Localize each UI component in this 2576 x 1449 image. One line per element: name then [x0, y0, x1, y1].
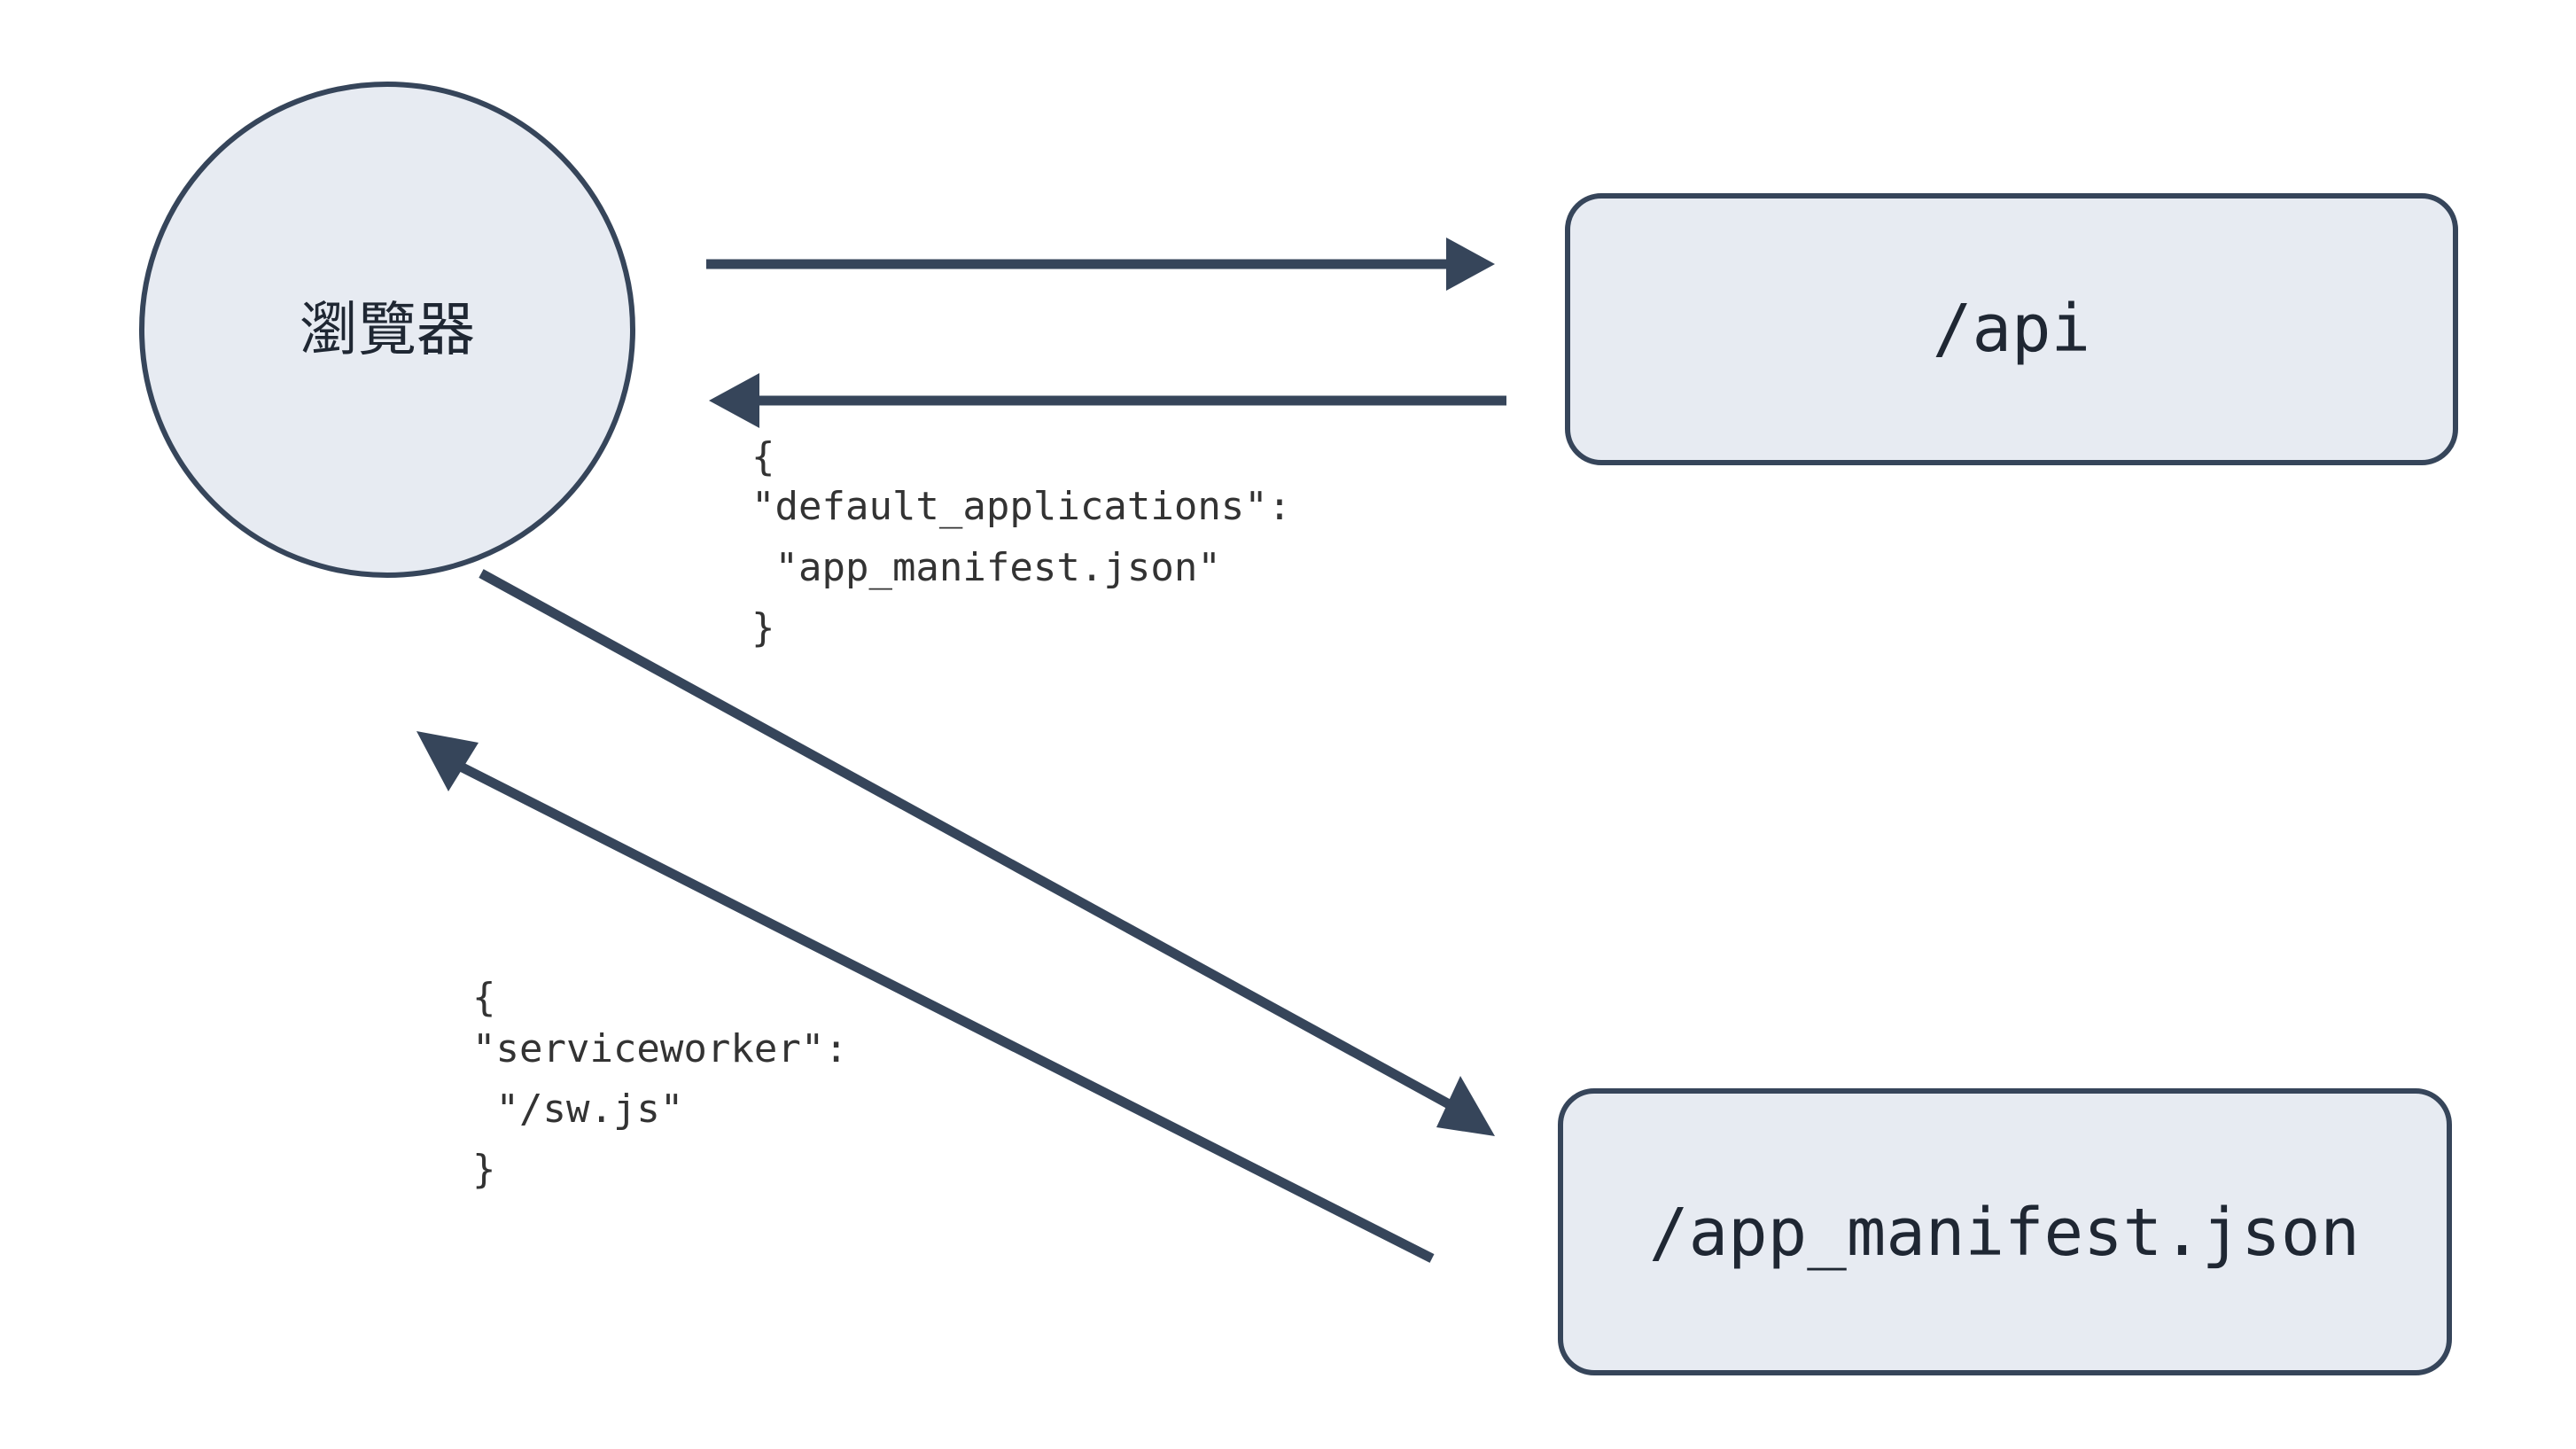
node-api-label: /api	[1933, 291, 2090, 367]
edge-response-api	[709, 373, 1506, 428]
node-browser-shape[interactable]	[139, 82, 635, 578]
edge-response-api-label-line-4: }	[751, 605, 775, 650]
edge-request-manifest	[479, 569, 1495, 1136]
edge-response-api-label-line-3: "app_manifest.json"	[751, 545, 1221, 590]
edge-request-manifest-line	[479, 569, 1463, 1115]
edge-response-manifest-label-line-2: "serviceworker":	[472, 1026, 848, 1071]
node-browser[interactable]: 瀏覽器	[139, 82, 635, 578]
node-api-shape[interactable]	[1565, 193, 2458, 465]
node-browser-label: 瀏覽器	[300, 296, 475, 364]
edge-request-api	[706, 238, 1495, 291]
node-manifest[interactable]: /app_manifest.json	[1558, 1088, 2452, 1375]
node-manifest-label: /app_manifest.json	[1649, 1195, 2360, 1271]
node-manifest-shape[interactable]	[1558, 1088, 2452, 1375]
edge-response-manifest-line	[446, 756, 1435, 1263]
edge-request-manifest-arrowhead-icon	[1436, 1076, 1495, 1136]
edge-response-manifest	[416, 731, 1435, 1263]
edge-response-api-arrowhead-icon	[709, 373, 759, 428]
edge-response-manifest-label: { "serviceworker": "/sw.js" }	[472, 975, 848, 1192]
edge-request-api-arrowhead-icon	[1446, 238, 1495, 291]
edge-response-manifest-label-line-1: {	[472, 975, 496, 1020]
edge-response-api-label-line-1: {	[751, 434, 775, 479]
edge-response-manifest-label-line-4: }	[472, 1147, 496, 1192]
edge-response-manifest-label-line-3: "/sw.js"	[472, 1087, 683, 1132]
edge-response-api-label-line-2: "default_applications":	[751, 484, 1291, 529]
edge-response-api-label: { "default_applications": "app_manifest.…	[751, 434, 1291, 650]
node-api[interactable]: /api	[1565, 193, 2458, 465]
edge-response-manifest-arrowhead-icon	[416, 731, 479, 791]
